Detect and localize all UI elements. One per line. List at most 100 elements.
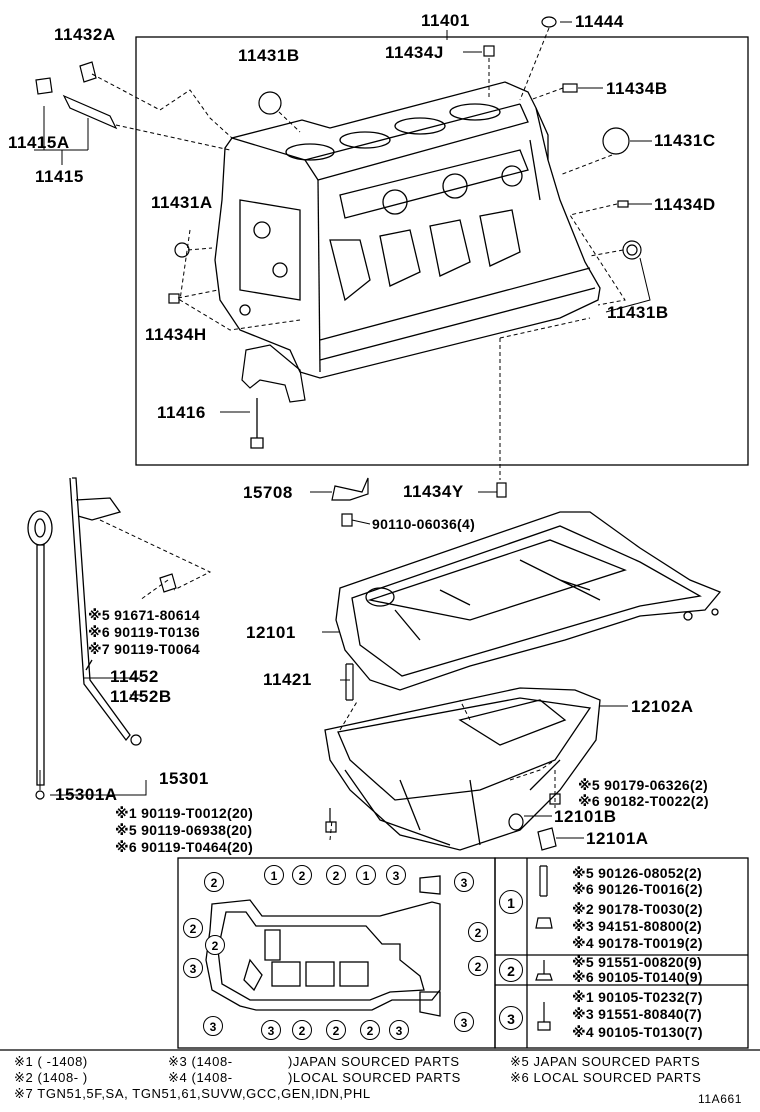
pin-11434b <box>562 83 578 93</box>
level-gauge-illustration <box>27 510 53 786</box>
pan-marker-top-3: 2 <box>326 865 346 885</box>
pin-11434y <box>496 482 507 498</box>
oil-jet-assembly <box>35 61 118 130</box>
part-label-11421: 11421 <box>263 670 312 689</box>
table-row1-part-4: ※4 90178-T0019(2) <box>572 935 703 951</box>
part-label-12102a: 12102A <box>631 697 694 716</box>
gasket-12101b <box>508 813 524 831</box>
part-label-11401: 11401 <box>421 11 470 30</box>
pan-marker-top-5: 3 <box>386 865 406 885</box>
footnote-1: ※1 ( -1408) <box>14 1054 88 1069</box>
part-label-11431b-right: 11431B <box>607 303 669 322</box>
table-row1-part-0: ※5 90126-08052(2) <box>572 865 703 881</box>
cylinder-block-illustration <box>214 81 601 379</box>
footnote-5: ※5 JAPAN SOURCED PARTS <box>510 1054 701 1069</box>
footnote-6: ※6 LOCAL SOURCED PARTS <box>510 1070 702 1085</box>
part-label-12101b: 12101B <box>554 807 617 826</box>
table-marker-1: 1 <box>499 890 523 914</box>
bearing-cap-illustration <box>241 344 306 403</box>
pipe-15708 <box>331 477 369 501</box>
pan-marker-top-1: 1 <box>264 865 284 885</box>
part-label-11434y: 11434Y <box>403 482 464 501</box>
bolt-11416 <box>250 398 264 449</box>
pan-marker-left-3: 3 <box>203 1016 223 1036</box>
part-label-90110-06036: 90110-06036(4) <box>372 516 476 532</box>
pin-11434d <box>617 200 629 208</box>
part-label-12101: 12101 <box>246 623 296 642</box>
bolt-90110 <box>341 513 353 527</box>
table-row1-part-2: ※2 90178-T0030(2) <box>572 901 703 917</box>
plug-11444 <box>541 16 557 28</box>
dipstick-guide-illustration <box>69 477 131 742</box>
plug-11431c <box>602 127 630 155</box>
footnote-7: ※7 TGN51,5F,SA, TGN51,61,SUVW,GCC,GEN,ID… <box>14 1086 371 1101</box>
part-label-12101a: 12101A <box>586 829 649 848</box>
oil-pan-lower-illustration <box>324 687 601 851</box>
footnote-4: ※4 (1408- <box>168 1070 233 1085</box>
seal-11431b-right <box>622 240 642 260</box>
oring-15301a <box>35 790 45 800</box>
part-label-11452: 11452 <box>110 667 159 686</box>
plug-11431b-top <box>258 91 282 115</box>
pan-marker-top-6: 3 <box>454 872 474 892</box>
pan-marker-top-0: 2 <box>204 872 224 892</box>
part-label-11431a: 11431A <box>151 193 213 212</box>
pan-marker-bottom-5: 3 <box>454 1012 474 1032</box>
drain-plug-12101a <box>537 827 557 851</box>
part-label-90119-t0064: ※7 90119-T0064 <box>88 641 201 657</box>
pan-marker-right-0: 2 <box>468 922 488 942</box>
table-row2-part-0: ※5 91551-00820(9) <box>572 954 703 970</box>
seal-11431a <box>174 242 190 258</box>
part-label-91671-80614: ※5 91671-80614 <box>88 607 201 623</box>
table-marker-3: 3 <box>499 1006 523 1030</box>
part-label-11415: 11415 <box>35 167 84 186</box>
pan-marker-bottom-2: 2 <box>326 1020 346 1040</box>
part-label-11432a: 11432A <box>54 25 116 44</box>
part-label-11431c: 11431C <box>654 131 716 150</box>
pan-marker-top-2: 2 <box>292 865 312 885</box>
part-label-90179-06326: ※5 90179-06326(2) <box>578 777 709 793</box>
pan-marker-bottom-4: 3 <box>389 1020 409 1040</box>
part-label-11444: 11444 <box>575 12 624 31</box>
bolt-table-frame <box>494 857 749 1049</box>
pan-marker-bottom-3: 2 <box>360 1020 380 1040</box>
pan-marker-left-2: 3 <box>183 958 203 978</box>
table-row3-part-0: ※1 90105-T0232(7) <box>572 989 703 1005</box>
cylinder-block-frame <box>135 36 749 466</box>
part-label-11434j: 11434J <box>385 43 444 62</box>
footnote-3: ※3 (1408- <box>168 1054 233 1069</box>
part-label-11434b: 11434B <box>606 79 668 98</box>
part-label-11434d: 11434D <box>654 195 716 214</box>
table-row1-part-1: ※6 90126-T0016(2) <box>572 881 703 897</box>
part-label-15301: 15301 <box>159 769 209 788</box>
footnote-local-sourced: )LOCAL SOURCED PARTS <box>288 1070 461 1085</box>
plug-11434h <box>168 293 180 304</box>
part-label-11416: 11416 <box>157 403 206 422</box>
pan-marker-left-1: 2 <box>205 935 225 955</box>
stud-11421 <box>345 663 354 701</box>
part-label-11431b-top: 11431B <box>238 46 300 65</box>
table-row2-part-1: ※6 90105-T0140(9) <box>572 969 703 985</box>
pan-marker-bottom-0: 3 <box>261 1020 281 1040</box>
table-row3-part-1: ※3 91551-80840(7) <box>572 1006 703 1022</box>
part-label-90119-t0012: ※1 90119-T0012(20) <box>115 805 254 821</box>
pan-marker-bottom-1: 2 <box>292 1020 312 1040</box>
part-label-11452b: 11452B <box>110 687 172 706</box>
part-label-11434h: 11434H <box>145 325 207 344</box>
part-label-90119-t0136: ※6 90119-T0136 <box>88 624 201 640</box>
part-label-90119-06938: ※5 90119-06938(20) <box>115 822 253 838</box>
table-row1-part-3: ※3 94151-80800(2) <box>572 918 703 934</box>
pin-11434j <box>483 45 495 57</box>
footnote-2: ※2 (1408- ) <box>14 1070 88 1085</box>
part-label-15301a: 15301A <box>55 785 118 804</box>
pan-marker-left-0: 2 <box>183 918 203 938</box>
bolt-90179 <box>549 793 561 805</box>
part-label-90182-t0022: ※6 90182-T0022(2) <box>578 793 709 809</box>
pan-bolt-schematic <box>205 875 441 1017</box>
footnote-japan-sourced: )JAPAN SOURCED PARTS <box>288 1054 460 1069</box>
bolt-90119-pan <box>325 808 337 833</box>
diagram-code: 11A661 <box>698 1092 743 1106</box>
part-label-11415a: 11415A <box>8 133 70 152</box>
table-row3-part-2: ※4 90105-T0130(7) <box>572 1024 703 1040</box>
